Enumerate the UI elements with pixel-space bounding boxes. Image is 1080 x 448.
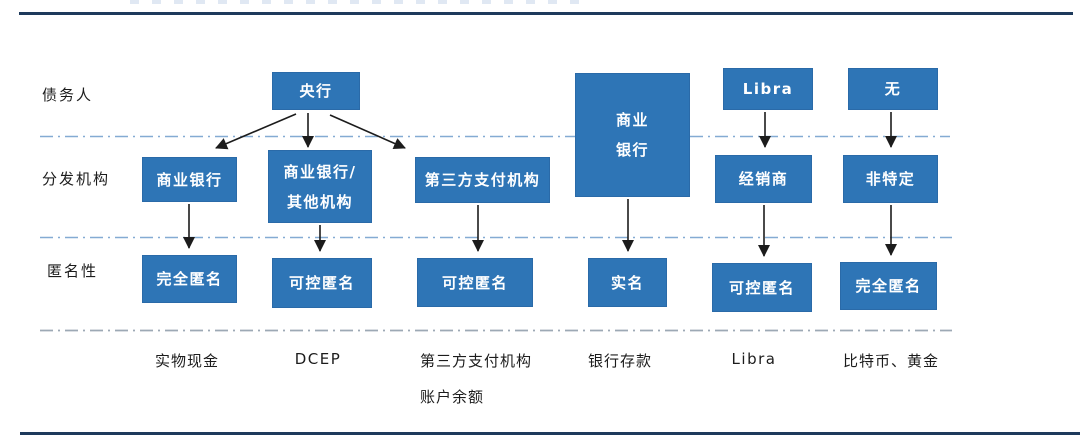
box-none-label: 无 (884, 80, 902, 98)
box-commercial-bank-other-line2: 其他机构 (286, 192, 353, 211)
box-third-party-payment-label: 第三方支付机构 (424, 171, 541, 189)
box-non-specific-label: 非特定 (865, 170, 916, 188)
arrow-centralbank-to-thirdparty (329, 114, 406, 150)
arrow-centralbank-to-commercialbank (215, 113, 297, 150)
box-controllable-anonymous-third-party-label: 可控匿名 (441, 273, 508, 292)
box-commercial-bank-other: 商业银行/ 其他机构 (268, 150, 372, 223)
box-dealer-label: 经销商 (738, 170, 789, 188)
box-commercial-bank-other-line1: 商业银行/ (283, 162, 357, 181)
box-commercial-bank-span: 商业 银行 (575, 73, 690, 197)
box-real-name-label: 实名 (610, 273, 644, 292)
column-label-cash: 实物现金 (154, 352, 220, 370)
box-libra-issuer-label: Libra (742, 80, 794, 98)
box-controllable-anonymous-libra-label: 可控匿名 (728, 278, 795, 297)
column-label-third-party-line2: 账户余额 (420, 388, 485, 406)
box-fully-anonymous-crypto-label: 完全匿名 (855, 277, 922, 295)
box-central-bank: 央行 (272, 72, 360, 110)
box-real-name: 实名 (588, 258, 667, 307)
column-label-crypto: 比特币、黄金 (842, 352, 940, 370)
box-controllable-anonymous-libra: 可控匿名 (712, 263, 812, 312)
box-non-specific: 非特定 (843, 155, 938, 203)
column-label-third-party: 第三方支付机构 账户余额 (420, 350, 532, 422)
box-dealer: 经销商 (715, 155, 812, 203)
box-none: 无 (848, 68, 938, 110)
column-label-third-party-line1: 第三方支付机构 (420, 352, 533, 370)
box-commercial-bank-label: 商业银行 (156, 170, 223, 189)
cropped-title-fragments (130, 0, 590, 4)
row-label-debtor: 债务人 (42, 86, 94, 104)
box-commercial-bank-span-line2: 银行 (615, 141, 649, 159)
box-commercial-bank: 商业银行 (142, 157, 237, 202)
top-divider-rule (19, 12, 1073, 15)
box-controllable-anonymous-dcep: 可控匿名 (272, 258, 372, 308)
box-central-bank-label: 央行 (299, 82, 333, 100)
bottom-divider-rule (20, 432, 1080, 435)
column-label-bank-deposit: 银行存款 (587, 352, 653, 370)
box-fully-anonymous-cash-label: 完全匿名 (156, 270, 223, 288)
box-controllable-anonymous-third-party: 可控匿名 (417, 258, 533, 307)
box-fully-anonymous-cash: 完全匿名 (142, 255, 237, 303)
box-fully-anonymous-crypto: 完全匿名 (840, 262, 937, 310)
box-libra-issuer: Libra (723, 68, 813, 110)
column-label-dcep: DCEP (294, 350, 342, 368)
row-label-distributor: 分发机构 (42, 170, 111, 188)
row-label-anonymity: 匿名性 (47, 262, 99, 280)
box-commercial-bank-span-line1: 商业 (615, 111, 649, 129)
column-label-libra: Libra (731, 350, 777, 368)
box-third-party-payment: 第三方支付机构 (415, 157, 550, 203)
box-controllable-anonymous-dcep-label: 可控匿名 (288, 274, 355, 292)
